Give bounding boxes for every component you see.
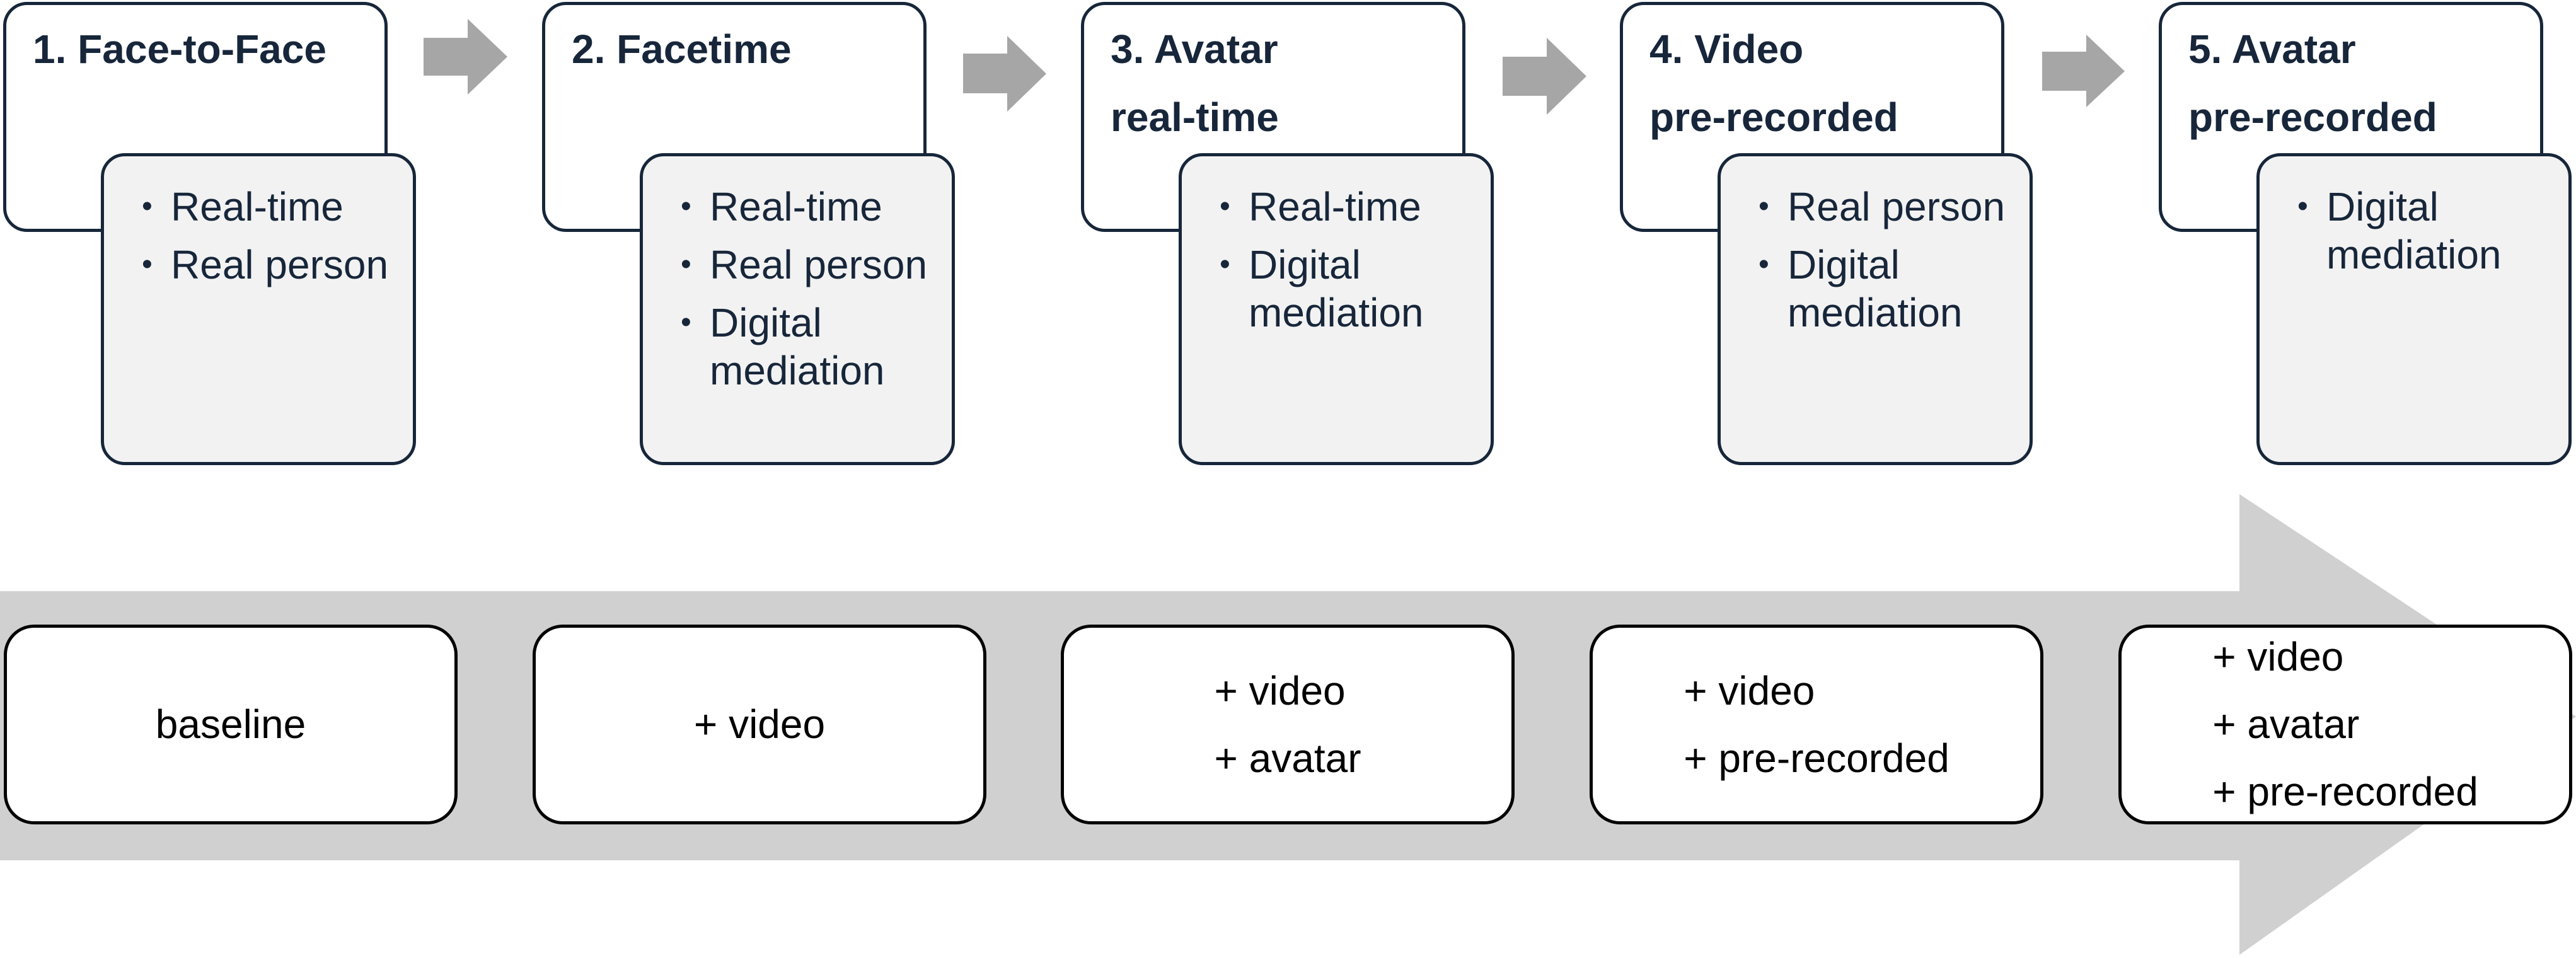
step-box-4: + video + pre-recorded	[1590, 625, 2043, 824]
step-arrow-4	[2042, 35, 2125, 107]
stage-2-property-text: Digital mediation	[710, 300, 885, 393]
stage-3-property-list: •Real-time •Digital mediation	[1211, 183, 1478, 337]
step-5-line: + pre-recorded	[2212, 769, 2478, 814]
step-5-line: + video	[2212, 634, 2344, 679]
step-box-1: baseline	[4, 625, 458, 824]
stage-1-properties-box: •Real-time •Real person	[101, 153, 416, 465]
stage-3-property: •Real-time	[1220, 184, 1421, 229]
step-4-line: + video	[1684, 667, 1815, 713]
stage-2-property-text: Real person	[710, 242, 928, 287]
stage-2-property: •Real person	[681, 242, 928, 287]
stage-2-properties-box: •Real-time •Real person •Digital mediati…	[640, 153, 955, 465]
step-5-line: + avatar	[2212, 701, 2360, 747]
stage-5-property-text: Digital mediation	[2326, 184, 2502, 277]
step-3-line: + avatar	[1214, 735, 1361, 781]
step-arrow-3	[1503, 38, 1586, 115]
stage-4-property-list: •Real person •Digital mediation	[1750, 183, 2017, 337]
stage-3-title: 3. Avatar real-time	[1111, 26, 1279, 140]
stage-5-property-list: •Digital mediation	[2289, 183, 2556, 279]
stage-4-properties-box: •Real person •Digital mediation	[1718, 153, 2033, 465]
step-3-line: + video	[1214, 667, 1346, 713]
stage-2-title: 2. Facetime	[572, 26, 792, 72]
stage-1-property: •Real-time	[142, 184, 344, 229]
step-arrow-2	[963, 36, 1046, 112]
stage-4-property-text: Digital mediation	[1788, 242, 1963, 335]
stage-2-property: •Real-time	[681, 184, 882, 229]
stage-4-property: •Real person	[1759, 184, 2006, 229]
step-4-line: + pre-recorded	[1684, 735, 1949, 781]
stage-1-property-list: •Real-time •Real person	[133, 183, 400, 289]
stage-4-property-text: Real person	[1788, 184, 2006, 229]
step-box-3: + video + avatar	[1061, 625, 1515, 824]
step-arrow-1	[424, 19, 507, 95]
stage-2-property-text: Real-time	[710, 184, 882, 229]
stage-4-title: 4. Video pre-recorded	[1649, 26, 1898, 140]
stage-3-property-text: Real-time	[1249, 184, 1421, 229]
stage-3-property-text: Digital mediation	[1249, 242, 1424, 335]
stage-1-property: •Real person	[142, 242, 389, 287]
stage-5-property: •Digital mediation	[2297, 184, 2502, 277]
step-box-2: + video	[533, 625, 986, 824]
stage-2-property: •Digital mediation	[681, 300, 885, 393]
stage-1-property-text: Real person	[171, 242, 389, 287]
stage-3-properties-box: •Real-time •Digital mediation	[1179, 153, 1494, 465]
step-box-5: + video + avatar + pre-recorded	[2118, 625, 2572, 824]
stage-1-title: 1. Face-to-Face	[33, 26, 326, 72]
stage-4-property: •Digital mediation	[1759, 242, 1963, 335]
stage-1-property-text: Real-time	[171, 184, 344, 229]
stage-3-property: •Digital mediation	[1220, 242, 1424, 335]
step-2-line: + video	[693, 701, 826, 747]
stage-5-title: 5. Avatar pre-recorded	[2188, 26, 2437, 140]
stage-2-property-list: •Real-time •Real person •Digital mediati…	[672, 183, 939, 395]
step-1-line: baseline	[155, 701, 306, 747]
stage-5-properties-box: •Digital mediation	[2256, 153, 2572, 465]
